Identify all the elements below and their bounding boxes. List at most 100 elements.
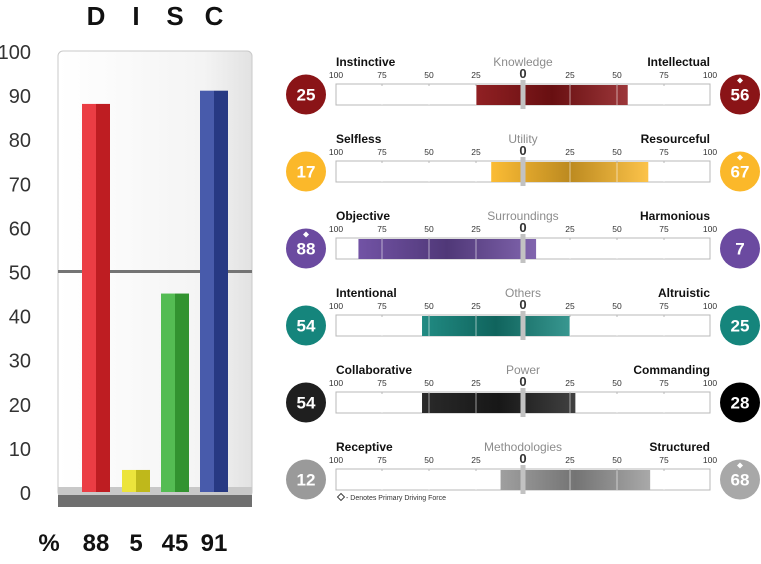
right-label: Intellectual: [647, 55, 710, 69]
driver-bar: [491, 162, 649, 182]
axis-tick: 100: [329, 70, 343, 80]
axis-tick: 50: [424, 455, 434, 465]
midline: [58, 270, 252, 273]
driver-title: Methodologies: [484, 440, 562, 454]
axis-tick: 100: [329, 224, 343, 234]
axis-tick: 75: [659, 378, 669, 388]
center-marker: [520, 388, 526, 417]
left-score-circle: [286, 228, 326, 269]
axis-zero: 0: [519, 297, 526, 312]
axis-tick: 75: [377, 378, 387, 388]
axis-tick: 75: [377, 70, 387, 80]
left-score: 88: [297, 240, 316, 259]
axis-tick: 75: [377, 301, 387, 311]
axis-tick: 50: [424, 224, 434, 234]
y-tick-label: 20: [9, 395, 31, 417]
axis-tick: 25: [565, 147, 575, 157]
bar-i-right: [136, 469, 150, 492]
disc-letter-s: S: [166, 1, 183, 31]
primary-driver-diamond-icon: [737, 462, 743, 469]
y-tick-label: 80: [9, 130, 31, 152]
axis-tick: 75: [659, 455, 669, 465]
bar-track: [335, 237, 711, 260]
axis-tick: 50: [612, 301, 622, 311]
center-marker: [520, 157, 526, 186]
left-score-circle: [286, 305, 326, 346]
driver-title: Surroundings: [487, 209, 558, 223]
left-label: Selfless: [336, 132, 382, 146]
y-tick-label: 90: [9, 86, 31, 108]
disc-letter-i: I: [132, 1, 139, 31]
driver-title: Others: [505, 286, 541, 300]
bar-s-right: [175, 293, 189, 492]
axis-tick: 25: [471, 70, 481, 80]
bar-track: [335, 314, 711, 337]
axis-tick: 25: [565, 378, 575, 388]
legend-diamond-icon: [336, 492, 346, 502]
left-score: 25: [297, 86, 316, 105]
right-label: Commanding: [633, 363, 710, 377]
axis-tick: 50: [612, 147, 622, 157]
bar-track: [335, 160, 711, 183]
right-score-circle: [720, 74, 760, 115]
bar-i-left: [122, 469, 136, 492]
right-score: 56: [731, 86, 750, 105]
left-score-circle: [286, 74, 326, 115]
right-score-circle: [720, 305, 760, 346]
axis-zero: 0: [519, 143, 526, 158]
axis-tick: 100: [703, 147, 717, 157]
axis-tick: 100: [329, 455, 343, 465]
right-label: Resourceful: [641, 132, 710, 146]
right-score: 68: [731, 471, 750, 490]
center-marker: [520, 311, 526, 340]
left-score: 17: [297, 163, 316, 182]
axis-tick: 50: [424, 147, 434, 157]
bar-s-left: [161, 293, 175, 492]
bar-d-right: [96, 103, 110, 493]
axis-tick: 100: [329, 147, 343, 157]
primary-driver-diamond-icon: [303, 231, 309, 238]
axis-tick: 75: [377, 224, 387, 234]
driver-bar: [500, 470, 651, 490]
axis-tick: 100: [329, 378, 343, 388]
right-score: 67: [731, 163, 750, 182]
legend-text: - Denotes Primary Driving Force: [346, 495, 446, 502]
right-score: 25: [731, 317, 750, 336]
y-tick-label: 40: [9, 307, 31, 329]
left-label: Intentional: [336, 286, 397, 300]
bar-c-left: [200, 90, 214, 492]
left-label: Instinctive: [336, 55, 396, 69]
bar-value-i: 5: [129, 530, 142, 557]
driver-title: Knowledge: [493, 55, 553, 69]
axis-tick: 50: [612, 70, 622, 80]
axis-tick: 25: [565, 70, 575, 80]
driver-bar: [358, 239, 537, 259]
axis-tick: 100: [703, 70, 717, 80]
center-marker: [520, 234, 526, 263]
bar-track: [335, 83, 711, 106]
axis-tick: 25: [471, 301, 481, 311]
axis-tick: 25: [565, 455, 575, 465]
left-score-circle: [286, 459, 326, 500]
axis-tick: 100: [329, 301, 343, 311]
axis-tick: 100: [703, 378, 717, 388]
axis-tick: 100: [703, 455, 717, 465]
axis-tick: 100: [703, 301, 717, 311]
center-marker: [520, 80, 526, 109]
axis-tick: 100: [703, 224, 717, 234]
y-tick-label: 60: [9, 218, 31, 240]
bar-value-c: 91: [201, 530, 228, 557]
primary-driver-diamond-icon: [737, 77, 743, 84]
axis-tick: 25: [565, 224, 575, 234]
left-label: Receptive: [336, 440, 393, 454]
axis-tick: 75: [377, 147, 387, 157]
axis-tick: 75: [659, 70, 669, 80]
left-score: 54: [297, 317, 316, 336]
axis-zero: 0: [519, 451, 526, 466]
axis-zero: 0: [519, 374, 526, 389]
left-label: Objective: [336, 209, 390, 223]
